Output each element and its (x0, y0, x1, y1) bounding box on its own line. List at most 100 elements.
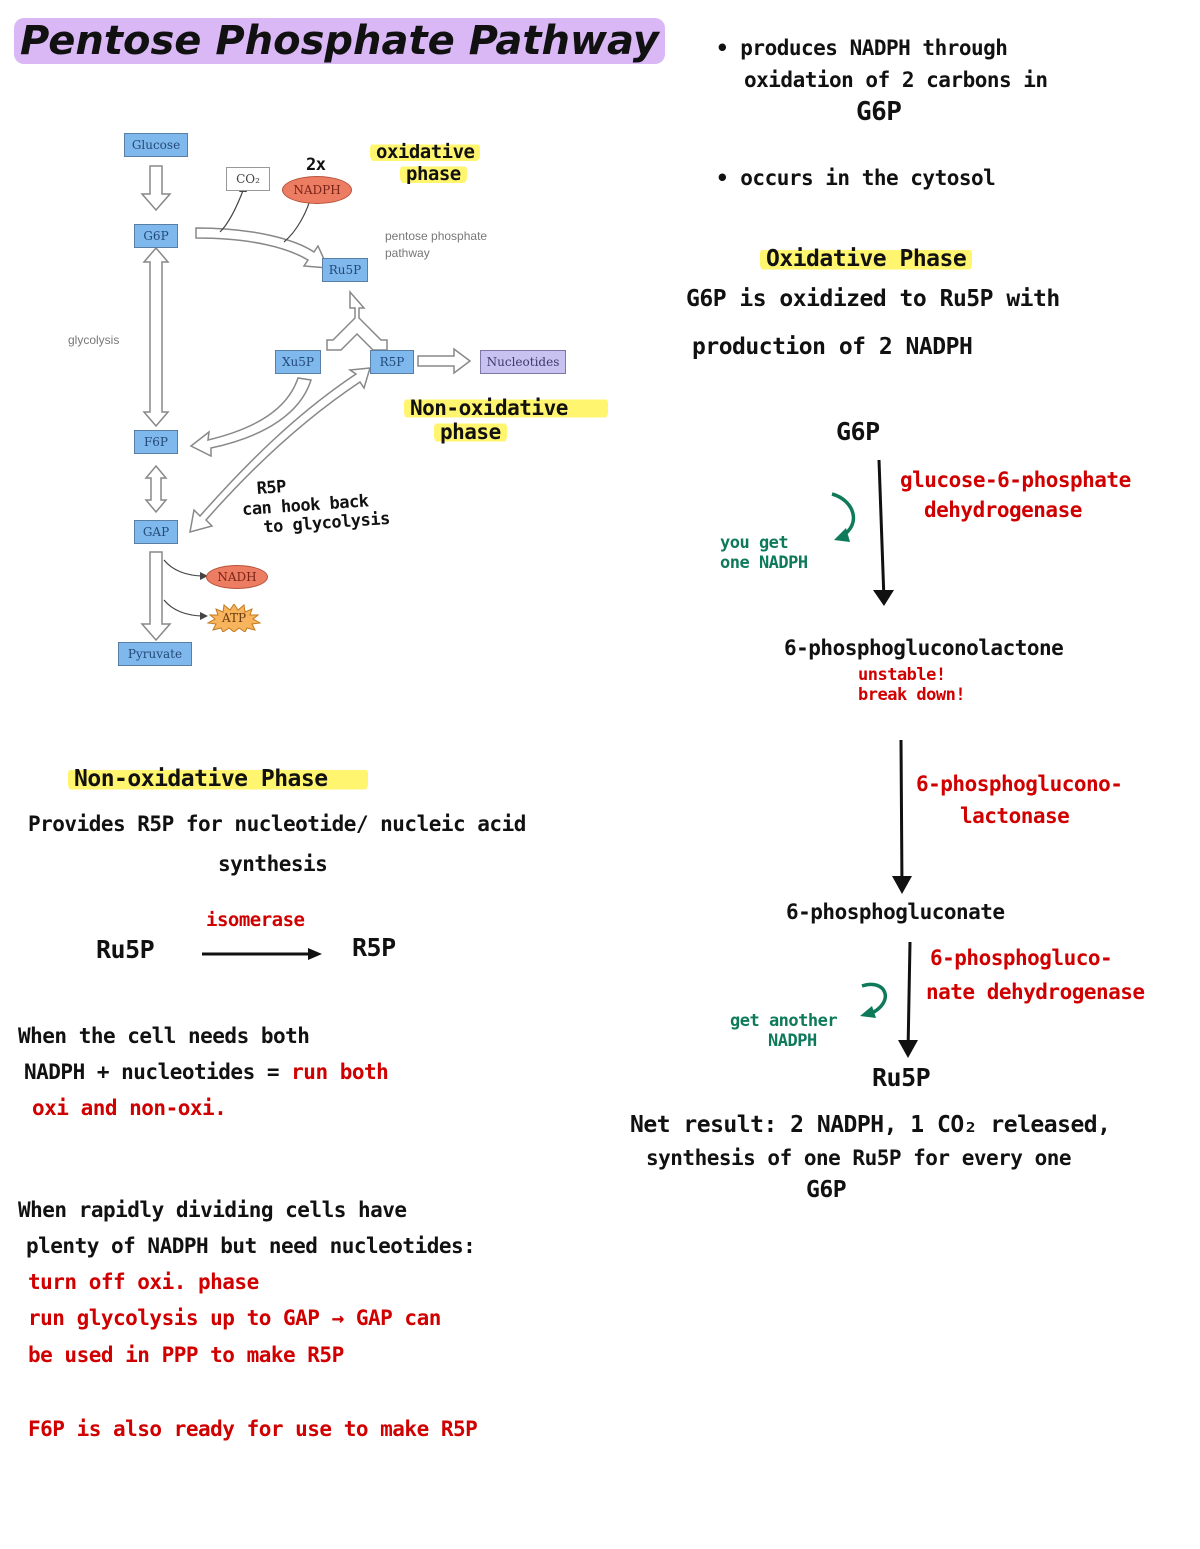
unstable-note-line1: unstable! (858, 665, 946, 685)
enzyme-g6pd-line2: dehydrogenase (924, 498, 1082, 523)
case2-line5-red: be used in PPP to make R5P (28, 1342, 344, 1367)
case1-line1: When the cell needs both (18, 1024, 310, 1048)
arrow-to-co2 (219, 187, 245, 233)
node-nadph: NADPH (282, 176, 352, 204)
arrow-glucose-g6p (140, 165, 172, 212)
flow-metabolite-6pgl: 6-phosphogluconolactone (784, 636, 1064, 660)
flow-arrow-3 (906, 941, 912, 1053)
arrow-xu5p-f6p (189, 377, 312, 458)
arrow-r5p-gap (189, 367, 372, 534)
nadph-note-2-line2: NADPH (768, 1030, 817, 1051)
arrow-to-atp (163, 599, 205, 617)
enzyme-lactonase-line2: lactonase (960, 804, 1070, 829)
nonox-heading: Non-oxidative Phase (68, 766, 368, 792)
label-ppp: pentose phosphate pathway (385, 229, 488, 260)
net-result-line2: synthesis of one Ru5P for every one (646, 1146, 1072, 1171)
case1: When the cell needs both NADPH + nucleot… (18, 1024, 389, 1121)
unstable-note-line2: break down! (858, 684, 966, 705)
enzyme-6pgd-line2: nate dehydrogenase (926, 980, 1145, 1005)
node-pyruvate: Pyruvate (118, 642, 192, 666)
isomerase-enzyme: isomerase (206, 909, 305, 931)
oxidative-desc-line2: production of 2 NADPH (692, 334, 973, 360)
node-f6p: F6P (134, 430, 178, 454)
intro-bullet-2: • occurs in the cytosol (716, 166, 996, 190)
nonox-label-line2: phase (434, 420, 507, 445)
starburst-icon (206, 604, 262, 632)
node-g6p: G6P (134, 224, 178, 248)
intro-bullet1-line2: oxidation of 2 carbons in (744, 68, 1048, 93)
enzyme-6pgd: 6-phosphogluco- nate dehydrogenase (926, 946, 1145, 1004)
nonox-heading-text: Non-oxidative Phase (68, 766, 368, 792)
nadph-note-1: you get one NADPH (720, 533, 808, 573)
enzyme-g6pd-line1: glucose-6-phosphate (900, 468, 1131, 492)
node-gap: GAP (134, 520, 178, 544)
isomerase-arrow (202, 948, 322, 960)
case1-line2-red: run both (291, 1060, 389, 1085)
node-glucose: Glucose (124, 133, 188, 157)
flow-arrow-1 (877, 459, 886, 601)
nonox-desc-line1: Provides R5P for nucleotide/ nucleic aci… (28, 812, 526, 836)
oxidative-phase-label: oxidative phase (370, 141, 481, 186)
nadph-curl-arrow-2 (861, 982, 888, 1016)
label-glycolysis: glycolysis (68, 333, 120, 347)
unstable-note: unstable! break down! (858, 665, 966, 705)
enzyme-lactonase-line1: 6-phosphoglucono- (916, 772, 1123, 796)
nadph-note-1-line2: one NADPH (720, 552, 808, 573)
net-result-line3: G6P (806, 1176, 847, 1203)
node-atp-label: ATP (221, 611, 247, 625)
arrow-g6p-f6p (142, 246, 170, 428)
enzyme-lactonase: 6-phosphoglucono- lactonase (916, 772, 1123, 829)
oxidative-label-line2: phase (400, 162, 467, 185)
page-title: Pentose Phosphate Pathway (14, 18, 665, 64)
oxidative-desc-line1: G6P is oxidized to Ru5P with (686, 286, 1060, 312)
diagram-arrows (140, 165, 472, 642)
nadph-curl-arrow-1 (831, 492, 856, 538)
arrow-gap-pyruvate (140, 551, 172, 642)
intro-bullet1-line3: G6P (856, 97, 902, 128)
case2: When rapidly dividing cells have plenty … (18, 1198, 478, 1441)
arrow-r5p-nucleotides (417, 347, 472, 375)
node-r5p: R5P (370, 350, 414, 374)
ppp-diagram: Glucose G6P CO₂ NADPH Ru5P Xu5P R5P Nucl… (60, 120, 660, 680)
flow-metabolite-g6p: G6P (836, 417, 880, 446)
node-ru5p: Ru5P (322, 258, 368, 282)
isomerase-reactant: Ru5P (96, 935, 155, 964)
case2-line6-red: F6P is also ready for use to make R5P (28, 1416, 478, 1441)
net-result: Net result: 2 NADPH, 1 CO₂ released, syn… (630, 1112, 1111, 1203)
oxidative-heading: Oxidative Phase (760, 246, 973, 272)
intro-bullet-1: • produces NADPH through oxidation of 2 … (716, 36, 1048, 128)
nadph-note-2: get another NADPH (730, 1011, 838, 1051)
oxidative-label-line1: oxidative (370, 141, 481, 163)
oxidative-heading-text: Oxidative Phase (760, 246, 973, 272)
net-result-line1: Net result: 2 NADPH, 1 CO₂ released, (630, 1112, 1111, 1138)
flow-arrow-2 (899, 739, 904, 889)
case1-line2: NADPH + nucleotides = (24, 1060, 292, 1085)
case2-line2: plenty of NADPH but need nucleotides: (26, 1234, 476, 1259)
arrow-f6p-gap (144, 464, 168, 514)
case2-line4-red: run glycolysis up to GAP → GAP can (28, 1306, 441, 1331)
page-title-text: Pentose Phosphate Pathway (14, 18, 665, 64)
nonox-desc-line2: synthesis (218, 852, 328, 876)
case1-line3-red: oxi and non-oxi. (32, 1096, 227, 1121)
case2-line3-red: turn off oxi. phase (28, 1270, 259, 1295)
case2-line1: When rapidly dividing cells have (18, 1198, 407, 1222)
nadph-multiplier: 2x (306, 155, 326, 175)
nonoxidative-phase-label: Non-oxidative phase (404, 396, 608, 445)
node-xu5p: Xu5P (275, 350, 321, 374)
nadph-note-1-line1: you get (720, 533, 789, 553)
flow-metabolite-ru5p: Ru5P (872, 1063, 931, 1092)
arrow-ru5p-fork (326, 290, 388, 351)
enzyme-g6pd: glucose-6-phosphate dehydrogenase (900, 468, 1131, 522)
flow-metabolite-6pg: 6-phosphogluconate (786, 900, 1005, 924)
nadph-note-2-line1: get another (730, 1011, 838, 1031)
node-co2: CO₂ (226, 167, 270, 191)
node-nucleotides: Nucleotides (480, 350, 566, 374)
arrow-to-nadh (163, 559, 205, 577)
node-nadh: NADH (206, 565, 268, 589)
intro-bullet1-line1: • produces NADPH through (716, 36, 1008, 60)
nonox-label-line1: Non-oxidative (404, 396, 608, 420)
enzyme-6pgd-line1: 6-phosphogluco- (930, 946, 1113, 970)
node-atp: ATP (206, 604, 262, 632)
isomerase-product: R5P (352, 933, 396, 962)
